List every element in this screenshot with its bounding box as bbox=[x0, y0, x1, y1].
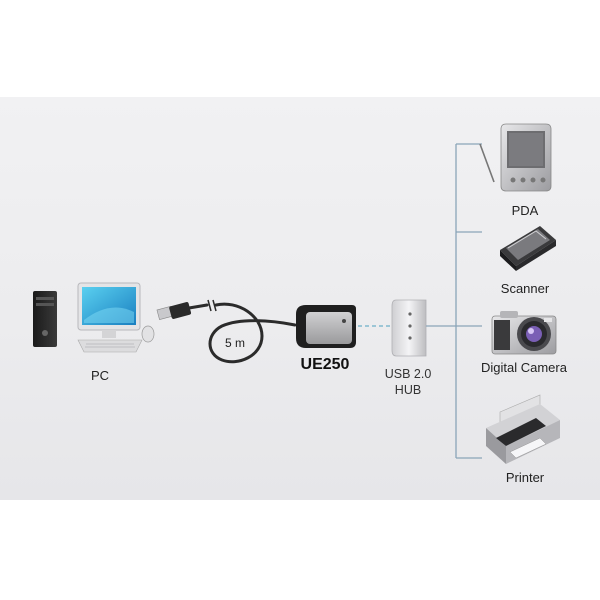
camera-icon bbox=[491, 311, 557, 355]
extender-model-label: UE250 bbox=[300, 356, 350, 373]
scanner-icon bbox=[500, 226, 556, 271]
usb-hub-icon bbox=[391, 299, 427, 357]
device-bracket bbox=[426, 143, 482, 459]
pda-label: PDA bbox=[511, 203, 539, 218]
pc-label: PC bbox=[90, 368, 110, 383]
cable-length-label: 5 m bbox=[224, 336, 245, 350]
hub-label-line1: USB 2.0 bbox=[384, 367, 432, 381]
usb-plug-icon bbox=[156, 302, 192, 321]
printer-label: Printer bbox=[505, 470, 545, 485]
cable-5m bbox=[187, 302, 297, 364]
scanner-label: Scanner bbox=[500, 281, 550, 296]
camera-label: Digital Camera bbox=[481, 360, 567, 375]
hub-label: USB 2.0 HUB bbox=[368, 366, 448, 398]
cable-break-icon bbox=[207, 299, 217, 312]
desktop-pc-icon bbox=[33, 282, 155, 353]
hub-label-line2: HUB bbox=[394, 383, 422, 397]
extender-device-icon bbox=[296, 305, 356, 348]
printer-icon bbox=[486, 394, 560, 464]
pda-icon bbox=[479, 123, 552, 192]
